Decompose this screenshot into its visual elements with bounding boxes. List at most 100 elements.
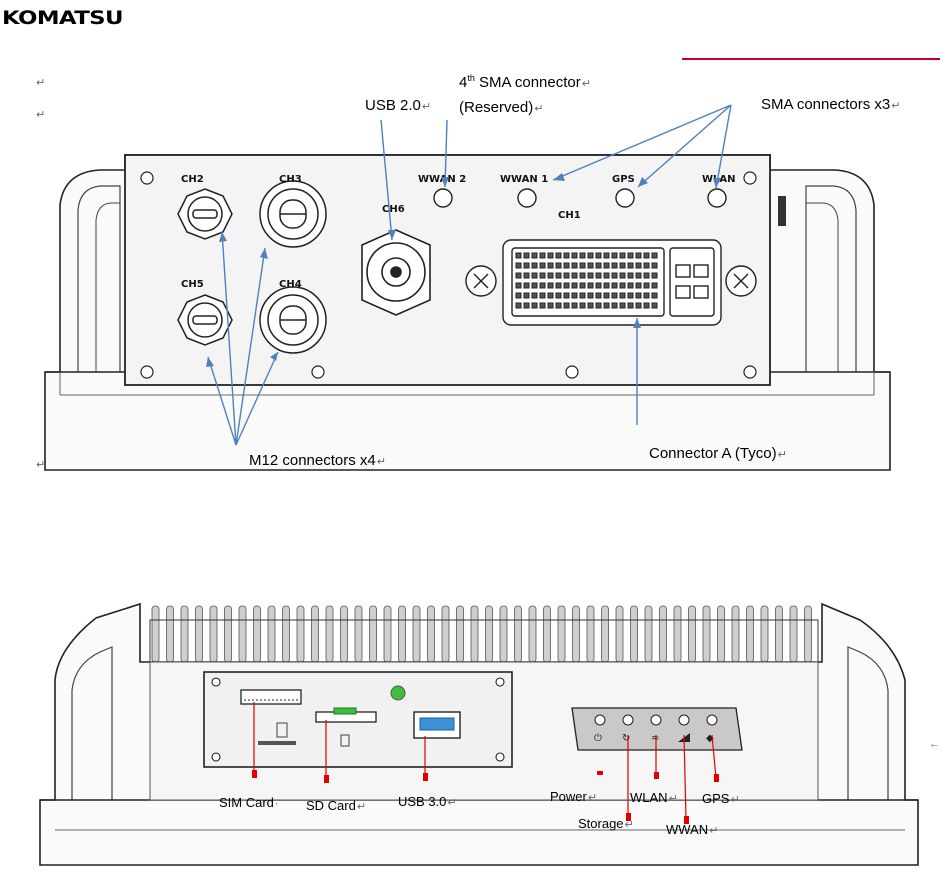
connector-pin <box>540 253 545 258</box>
connector-pin <box>548 283 553 288</box>
connector-pin <box>628 293 633 298</box>
connector-pin <box>548 303 553 308</box>
connector-pin <box>548 273 553 278</box>
connector-pin <box>612 303 617 308</box>
connector-pin <box>652 303 657 308</box>
sma-x3-callout: SMA connectors x3↵ <box>761 96 900 113</box>
connector-pin <box>604 263 609 268</box>
connector-pin <box>572 273 577 278</box>
connector-pin <box>604 283 609 288</box>
connector-pin <box>524 263 529 268</box>
connector-pin <box>628 273 633 278</box>
connector-pin <box>612 263 617 268</box>
connector-pin <box>620 293 625 298</box>
connector-pin <box>636 253 641 258</box>
connector-pin <box>644 303 649 308</box>
connector-pin <box>516 303 521 308</box>
connector-pin <box>556 293 561 298</box>
connector-pin <box>572 283 577 288</box>
connector-pin <box>548 253 553 258</box>
connector-pin <box>540 303 545 308</box>
connector-pin <box>524 293 529 298</box>
connector-pin <box>596 253 601 258</box>
gps-callout: GPS↵ <box>702 791 740 806</box>
connector-pin <box>620 303 625 308</box>
connector-pin <box>628 263 633 268</box>
connector-a-callout: Connector A (Tyco)↵ <box>649 445 787 462</box>
connector-pin <box>652 273 657 278</box>
connector-pin <box>636 283 641 288</box>
connector-pin <box>604 253 609 258</box>
connector-pin <box>612 273 617 278</box>
ch1-label: CH1 <box>558 210 581 221</box>
connector-pin <box>532 283 537 288</box>
gps-label: GPS <box>612 174 635 185</box>
connector-pin <box>596 293 601 298</box>
connector-pin <box>612 293 617 298</box>
connector-pin <box>556 303 561 308</box>
power-callout: Power↵ <box>550 789 597 804</box>
connector-pin <box>628 283 633 288</box>
wwan-callout: WWAN↵ <box>666 822 718 837</box>
connector-pin <box>556 273 561 278</box>
ch2-label: CH2 <box>181 174 204 185</box>
connector-pin <box>588 283 593 288</box>
connector-pin <box>564 303 569 308</box>
connector-pin <box>596 303 601 308</box>
connector-pin <box>580 273 585 278</box>
connector-pin <box>636 273 641 278</box>
connector-pin <box>540 293 545 298</box>
connector-pin <box>636 293 641 298</box>
connector-pin <box>628 303 633 308</box>
connector-pin <box>588 293 593 298</box>
connector-pin <box>644 263 649 268</box>
connector-pin <box>556 253 561 258</box>
ch4-label: CH4 <box>279 279 302 290</box>
ch3-label: CH3 <box>279 174 302 185</box>
connector-pin <box>636 263 641 268</box>
connector-pin <box>652 263 657 268</box>
connector-pin <box>588 273 593 278</box>
connector-pin <box>580 293 585 298</box>
connector-pin <box>556 283 561 288</box>
connector-pin <box>532 293 537 298</box>
connector-pin <box>524 253 529 258</box>
connector-pin <box>564 263 569 268</box>
connector-pin <box>588 253 593 258</box>
connector-pin <box>548 263 553 268</box>
connector-pin <box>620 283 625 288</box>
connector-pin <box>588 303 593 308</box>
connector-pin <box>604 273 609 278</box>
connector-pin <box>524 273 529 278</box>
connector-pin <box>548 293 553 298</box>
connector-pin <box>644 293 649 298</box>
connector-pin <box>540 273 545 278</box>
connector-pin <box>564 253 569 258</box>
connector-pin <box>636 303 641 308</box>
connector-pin <box>540 263 545 268</box>
connector-pin <box>564 293 569 298</box>
connector-pin <box>628 253 633 258</box>
connector-pin <box>572 253 577 258</box>
usb2-callout: USB 2.0↵ <box>365 97 431 114</box>
m12-x4-callout: M12 connectors x4↵ <box>249 452 386 469</box>
connector-pin <box>532 303 537 308</box>
connector-pin <box>540 283 545 288</box>
storage-callout: Storage↵ <box>578 816 634 831</box>
connector-pin <box>620 273 625 278</box>
connector-pin <box>524 283 529 288</box>
connector-pin <box>532 253 537 258</box>
connector-pin <box>516 263 521 268</box>
connector-pin <box>572 293 577 298</box>
connector-pin <box>532 263 537 268</box>
connector-pin <box>580 253 585 258</box>
connector-pin <box>556 263 561 268</box>
connector-pin <box>564 283 569 288</box>
connector-pin <box>516 283 521 288</box>
connector-pin <box>644 273 649 278</box>
connector-pin <box>572 303 577 308</box>
connector-pin <box>532 273 537 278</box>
connector-pin <box>620 263 625 268</box>
connector-pin <box>564 273 569 278</box>
connector-pin <box>644 253 649 258</box>
